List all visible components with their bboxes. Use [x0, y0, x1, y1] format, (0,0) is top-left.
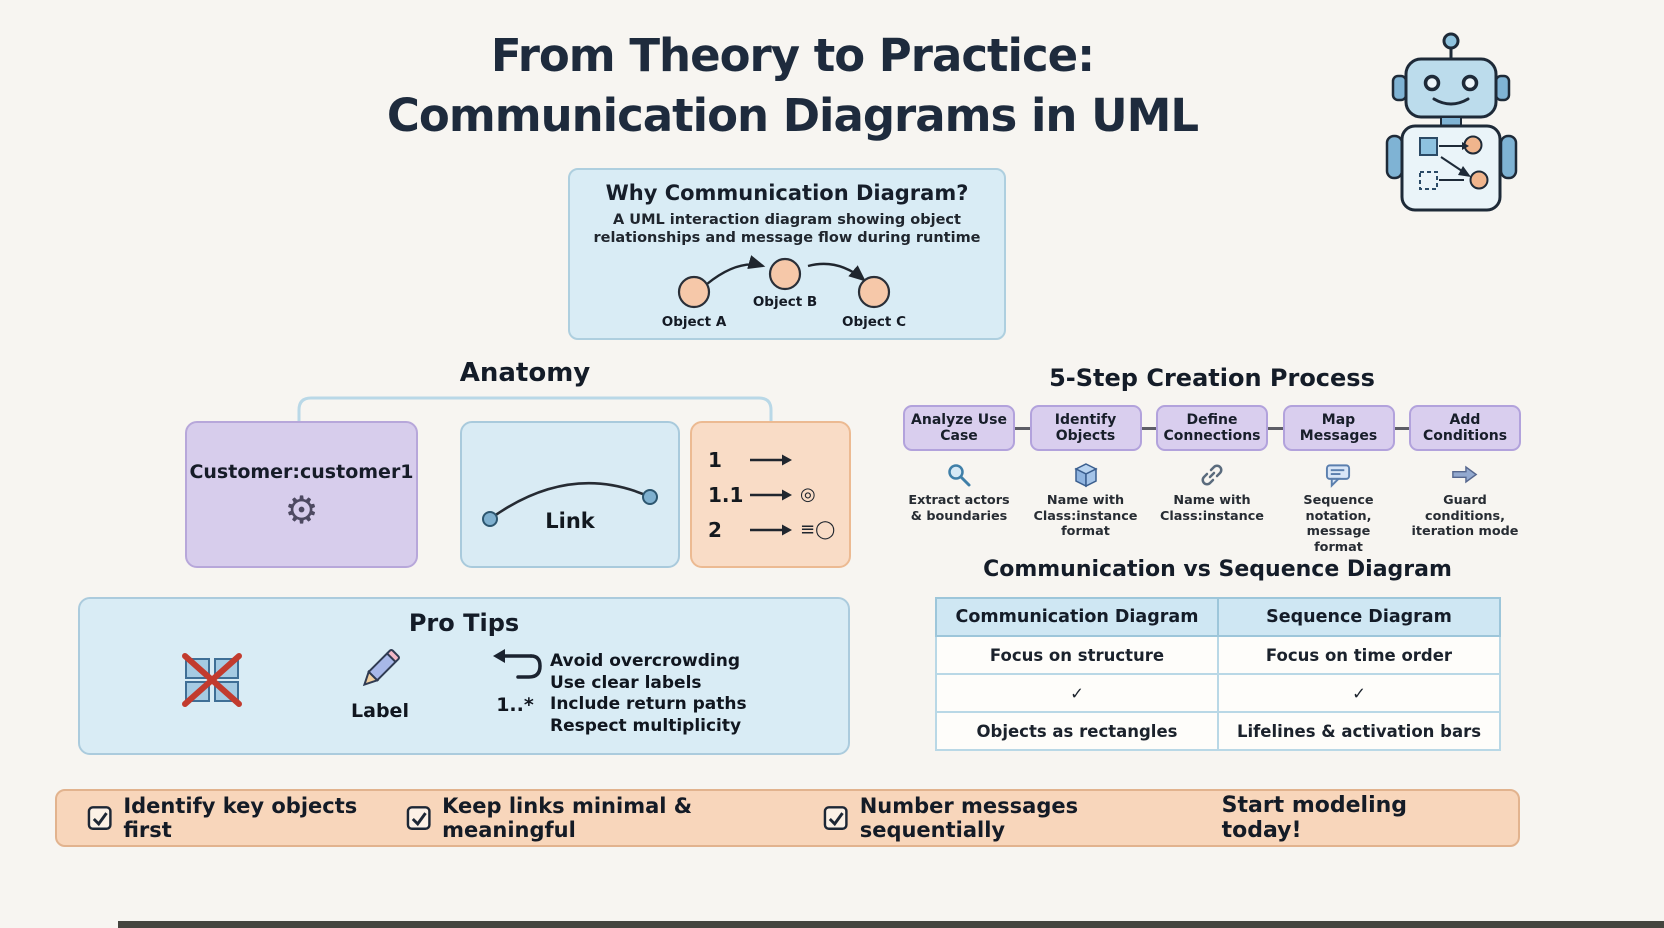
anatomy-messages-box: 1 1.1 ◎ 2 ≡◯ [690, 421, 851, 568]
tip-item: Avoid overcrowding [550, 651, 741, 671]
tip-item: Respect multiplicity [550, 715, 742, 736]
pro-tips-title: Pro Tips [408, 609, 520, 637]
step-label: Define Connections [1156, 405, 1268, 451]
column-header-communication: Communication Diagram [935, 597, 1219, 637]
process-title: 5-Step Creation Process [1049, 364, 1375, 392]
arrow-right-icon [750, 454, 792, 465]
title-line-1: From Theory to Practice: [490, 29, 1095, 82]
table-row: Objects as rectangles Lifelines & activa… [935, 711, 1501, 751]
page-title: From Theory to Practice: Communication D… [0, 26, 1585, 146]
message-row-2: 1.1 ◎ [708, 483, 849, 507]
return-path-tip: 1..* [465, 647, 565, 716]
why-box: Why Communication Diagram? A UML interac… [568, 168, 1006, 340]
table-row: ✓ ✓ [935, 673, 1501, 713]
link-label: Link [545, 509, 595, 533]
message-row-1: 1 [708, 448, 849, 472]
pro-tips-box: Pro Tips Label [78, 597, 850, 755]
step-label: Identify Objects [1029, 405, 1142, 451]
step-description: Extract actors & boundaries [908, 493, 1010, 524]
tips-list: Avoid overcrowding Use clear labels Incl… [550, 651, 747, 737]
lines-circle-icon: ≡◯ [800, 519, 836, 540]
checkbox-icon [824, 805, 848, 830]
table-cell-checkmark: ✓ [1217, 673, 1501, 713]
anatomy-link-box: Link [460, 421, 680, 568]
step-map-messages: Map Messages Sequence notation, message … [1282, 405, 1395, 555]
bullseye-icon: ◎ [800, 484, 816, 505]
arrow-right-icon [750, 524, 792, 535]
magnifier-icon [946, 461, 972, 488]
checkbox-icon [406, 805, 431, 830]
table-cell: Lifelines & activation bars [1217, 711, 1501, 751]
comparison-title: Communication vs Sequence Diagram [983, 557, 1452, 582]
table-cell: Focus on time order [1217, 635, 1501, 675]
object-flow-diagram: Object A Object B Object C [662, 255, 906, 330]
step-description: Name with Class:instance format [1033, 493, 1138, 540]
checklist-item-2: Keep links minimal & meaningful [406, 794, 824, 842]
link-icon [1199, 461, 1225, 488]
object-b-circle [768, 258, 802, 291]
step-description: Sequence notation, message format [1303, 493, 1374, 555]
robot-icon [1383, 30, 1520, 222]
gear-icon: ⚙ [284, 487, 319, 532]
object-name-label: Customer:customer1 [189, 460, 414, 483]
message-number: 1 [708, 447, 722, 472]
step-description: Name with Class:instance [1159, 493, 1264, 524]
cube-icon [1073, 461, 1099, 488]
thick-arrow-icon [1451, 461, 1479, 488]
column-header-sequence: Sequence Diagram [1217, 597, 1501, 637]
object-c-circle [857, 276, 891, 309]
title-line-2: Communication Diagrams in UML [386, 89, 1199, 142]
footer-banner: Identify key objects first Keep links mi… [55, 789, 1520, 847]
step-description: Guard conditions, iteration mode [1411, 493, 1519, 540]
no-overcrowding-icon [180, 651, 244, 713]
step-analyze-use-case: Analyze Use Case Extract actors & bounda… [903, 405, 1015, 555]
checklist-item-1: Identify key objects first [87, 794, 406, 842]
table-cell: Focus on structure [935, 635, 1219, 675]
message-number: 1.1 [708, 482, 744, 507]
checklist-label: Keep links minimal & meaningful [442, 794, 693, 842]
checklist-label: Number messages sequentially [859, 794, 1079, 842]
message-bubble-icon [1325, 461, 1352, 488]
object-a-circle [677, 276, 711, 309]
message-number: 2 [708, 517, 722, 542]
table-cell-checkmark: ✓ [935, 673, 1219, 713]
step-define-connections: Define Connections Name with Class:insta… [1156, 405, 1268, 555]
message-row-3: 2 ≡◯ [708, 518, 849, 542]
anatomy-object-box: Customer:customer1 ⚙ [185, 421, 418, 568]
checkbox-icon [87, 805, 112, 830]
pencil-caption: Label [351, 700, 409, 722]
table-header-row: Communication Diagram Sequence Diagram [935, 597, 1501, 637]
return-arrow-icon [493, 649, 542, 679]
link-curve [482, 481, 658, 527]
step-label: Map Messages [1282, 405, 1395, 451]
table-cell: Objects as rectangles [935, 711, 1219, 751]
object-b-label: Object B [753, 294, 817, 310]
bottom-edge-strip [118, 921, 1664, 928]
process-steps: Analyze Use Case Extract actors & bounda… [903, 405, 1521, 555]
why-box-description: A UML interaction diagram showing object… [593, 212, 981, 247]
checklist-item-3: Number messages sequentially [823, 794, 1221, 842]
multiplicity-caption: 1..* [496, 694, 534, 716]
anatomy-title: Anatomy [459, 358, 591, 388]
table-row: Focus on structure Focus on time order [935, 635, 1501, 675]
object-c-label: Object C [842, 314, 906, 330]
tip-item: Use clear labels [550, 672, 702, 693]
pencil-tip: Label [330, 645, 430, 722]
step-identify-objects: Identify Objects Name with Class:instanc… [1029, 405, 1142, 555]
step-label: Analyze Use Case [903, 405, 1015, 451]
arrow-right-icon [750, 489, 792, 500]
comparison-table: Communication Diagram Sequence Diagram F… [935, 597, 1501, 751]
why-box-title: Why Communication Diagram? [605, 181, 969, 205]
pencil-icon [362, 649, 400, 687]
object-a-label: Object A [662, 314, 727, 330]
step-label: Add Conditions [1409, 405, 1521, 451]
checklist-label: Identify key objects first [123, 794, 358, 842]
cta-text: Start modeling today! [1221, 793, 1408, 843]
tip-item: Include return paths [550, 694, 747, 714]
anatomy-bracket [296, 394, 774, 426]
step-add-conditions: Add Conditions Guard conditions, iterati… [1409, 405, 1521, 555]
